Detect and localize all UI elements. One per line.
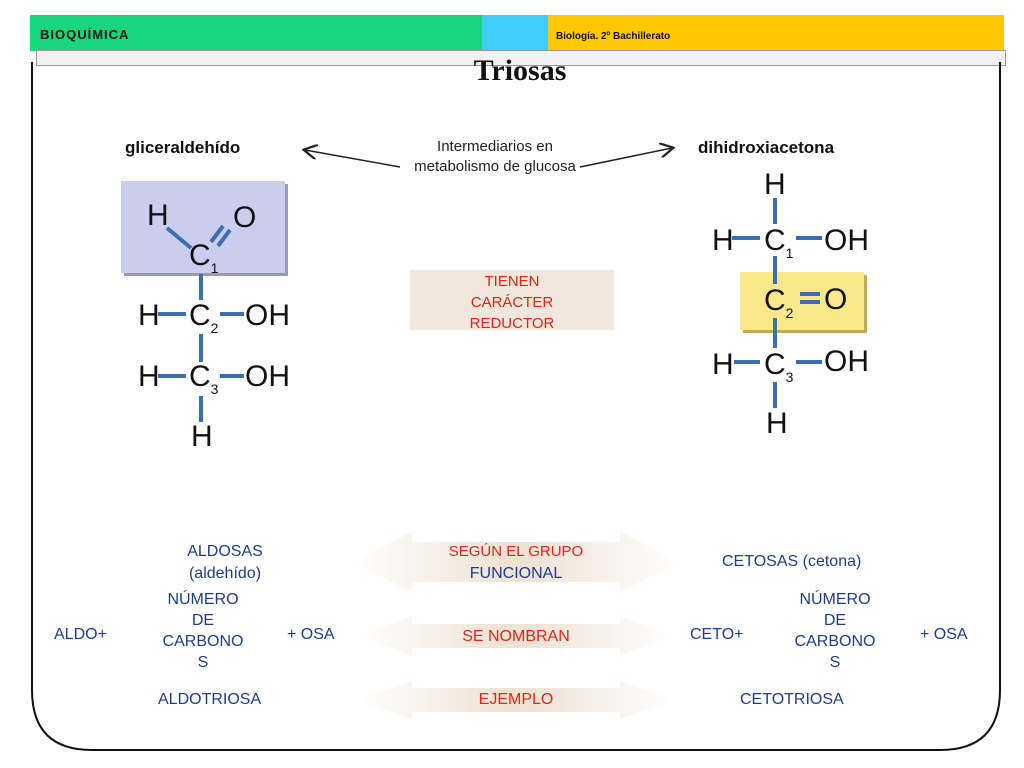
page-title: Triosas — [473, 54, 567, 87]
atom-o2-right: O — [824, 283, 848, 316]
atom-h1-right: H — [712, 224, 734, 257]
atom-c3-right: C3 — [764, 348, 794, 385]
arrow-ejemplo — [356, 681, 676, 719]
segun-grupo-label: SEGÚN EL GRUPO FUNCIONAL — [448, 543, 584, 582]
header-subject: BIOQUÍMICA — [40, 27, 130, 42]
se-nombran-label: SE NOMBRAN — [462, 628, 570, 645]
atom-h-bottom-left: H — [191, 420, 213, 453]
atom-oh1-right: OH — [824, 224, 869, 257]
ejemplo-label: EJEMPLO — [478, 691, 554, 708]
arrow-left — [305, 150, 401, 168]
name-gliceraldehido: gliceraldehído — [125, 138, 241, 157]
osa-left: + OSA — [287, 626, 335, 643]
reductor-line-2: CARÁCTER — [470, 294, 554, 311]
atom-h3-right: H — [712, 348, 734, 381]
aldosas-label: ALDOSAS (aldehído) — [187, 543, 263, 582]
arrow-grupo — [352, 532, 680, 592]
aldo-prefix: ALDO+ — [54, 626, 107, 643]
atom-o-top-left: O — [233, 201, 257, 234]
aldehyde-group-box — [121, 181, 285, 273]
aldotriosa-label: ALDOTRIOSA — [158, 691, 262, 708]
cetosas-label: CETOSAS (cetona) — [722, 553, 862, 570]
atom-h3-left: H — [138, 360, 160, 393]
name-dihidroxiacetona: dihidroxiacetona — [698, 138, 835, 157]
atom-h-top-left: H — [147, 199, 169, 232]
reductor-line-1: TIENEN — [484, 273, 540, 290]
middle-note: Intermediarios en metabolismo de glucosa — [414, 138, 576, 175]
atom-oh2-left: OH — [245, 299, 290, 332]
atom-oh3-right: OH — [824, 345, 869, 378]
header-green-band — [30, 15, 482, 51]
arrow-nombre — [360, 616, 672, 656]
atom-h-bottom-right: H — [766, 407, 788, 440]
atom-c2-left: C2 — [189, 299, 219, 336]
atom-h-top-right: H — [764, 168, 786, 201]
header-yellow-band — [548, 15, 1004, 51]
numero-carbonos-right: NÚMERO DE CARBONO S — [794, 591, 876, 671]
numero-carbonos-left: NÚMERO DE CARBONO S — [162, 591, 244, 671]
header-course: Biología. 2º Bachillerato — [556, 31, 671, 42]
title-bar — [36, 50, 1006, 66]
ceto-prefix: CETO+ — [690, 626, 744, 643]
reductor-line-3: REDUCTOR — [469, 315, 555, 332]
cetotriosa-label: CETOTRIOSA — [740, 691, 844, 708]
atom-c2-right: C2 — [764, 284, 794, 321]
atom-c1-left: C1 — [189, 239, 219, 276]
atom-c1-right: C1 — [764, 224, 794, 261]
osa-right: + OSA — [920, 626, 968, 643]
header-cyan-band — [482, 15, 548, 51]
atom-c3-left: C3 — [189, 360, 219, 397]
arrow-right — [579, 148, 672, 168]
atom-oh3-left: OH — [245, 360, 290, 393]
reductor-box: TIENEN CARÁCTER REDUCTOR — [410, 270, 614, 332]
atom-h2-left: H — [138, 299, 160, 332]
